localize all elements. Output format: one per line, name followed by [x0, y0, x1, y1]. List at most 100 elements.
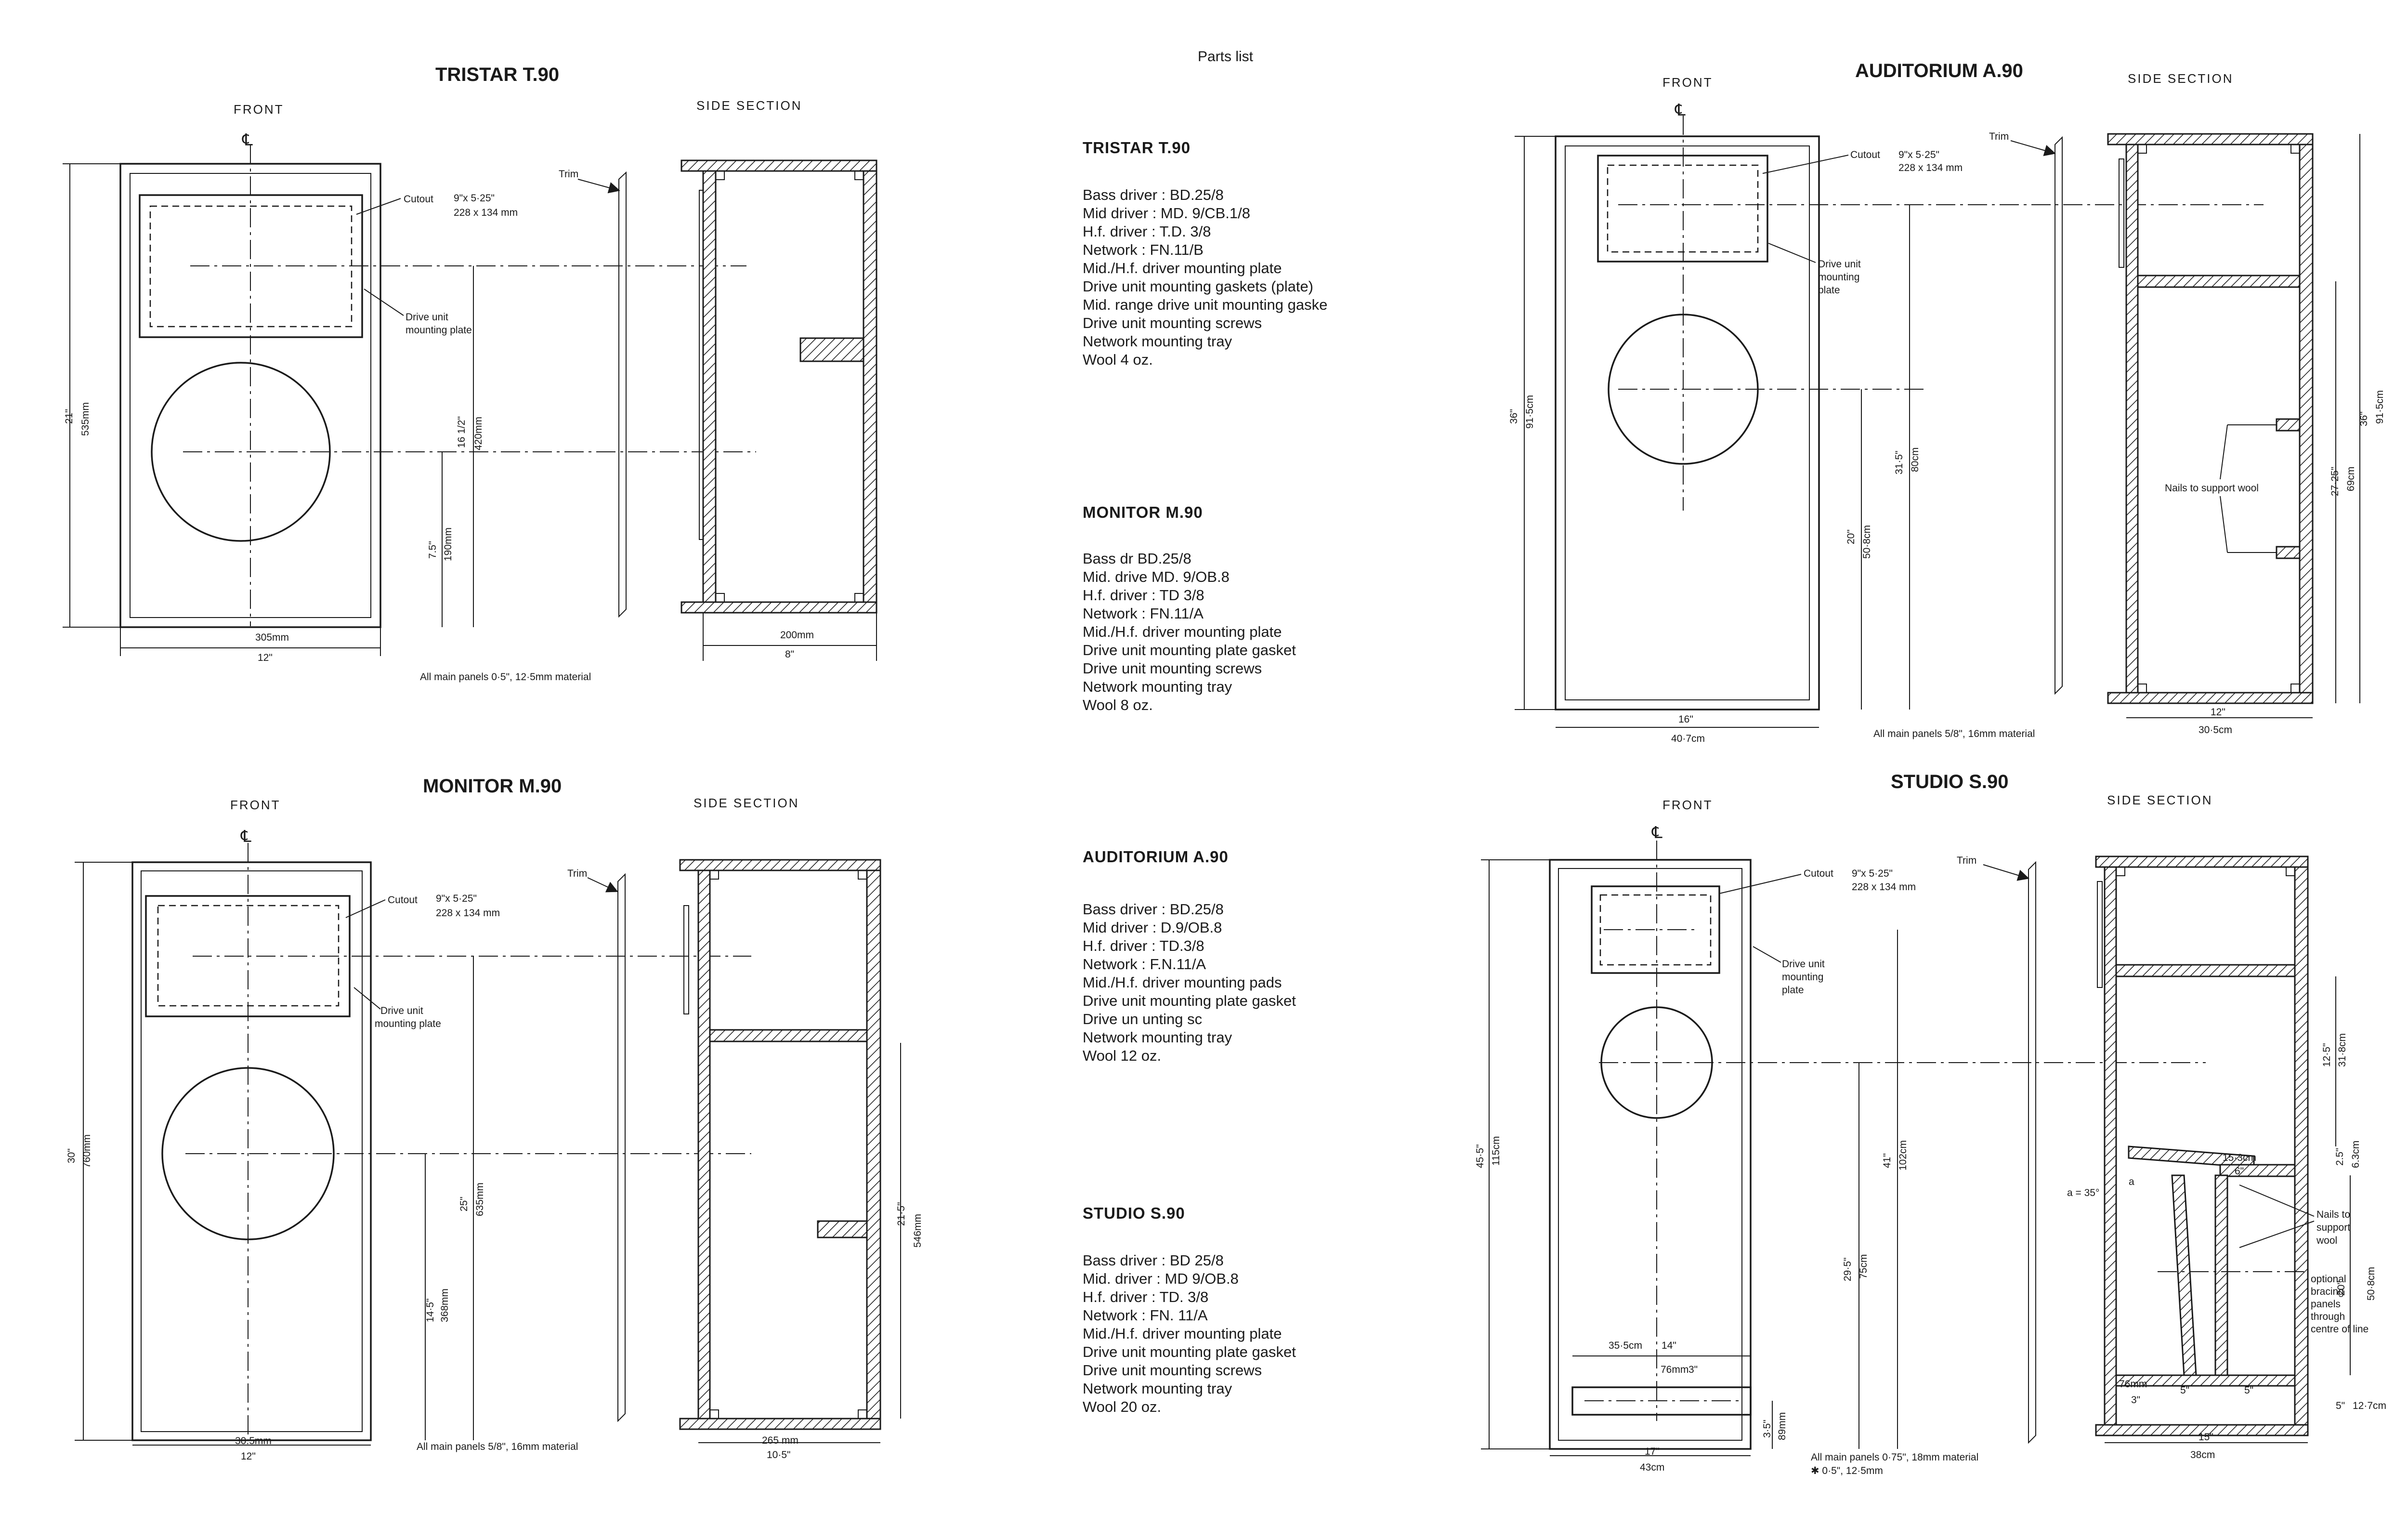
- auditorium-side-label: SIDE SECTION: [2128, 71, 2233, 86]
- studio-plate-dim-cm: 102cm: [1898, 1140, 1909, 1171]
- monitor-height-in: 30": [66, 1148, 77, 1163]
- studio-low-in: 5": [2336, 1400, 2345, 1411]
- parts-list-item: Network : FN.11/A: [1083, 605, 1204, 622]
- tristar-height-mm: 535mm: [80, 402, 91, 436]
- parts-list-item: Mid./H.f. driver mounting plate: [1083, 260, 1282, 276]
- studio-cutout-label: Cutout: [1804, 868, 1833, 879]
- tristar-plate-dim-mm: 420mm: [473, 417, 484, 450]
- parts-list-item: Drive unit mounting gaskets (plate): [1083, 278, 1313, 295]
- monitor-title: MONITOR M.90: [423, 776, 562, 797]
- parts-list-item: Wool 12 oz.: [1083, 1047, 1161, 1064]
- tristar-panels-note: All main panels 0·5", 12·5mm material: [420, 671, 591, 683]
- tristar-bass-driver-circle: [151, 362, 331, 542]
- monitor-trim: [617, 873, 626, 1422]
- parts-list-item: Mid. range drive unit mounting gaske: [1083, 296, 1327, 313]
- studio-height-cm: 115cm: [1491, 1136, 1502, 1166]
- monitor-plate-dim-in: 25": [458, 1197, 470, 1211]
- parts-monitor-title: MONITOR M.90: [1083, 503, 1203, 521]
- studio-port-off-mm: 89mm: [1777, 1412, 1788, 1440]
- monitor-depth-in: 10·5": [767, 1449, 791, 1460]
- studio-port-off-in: 3·5": [1762, 1420, 1773, 1438]
- parts-list-item: Bass driver : BD 25/8: [1083, 1252, 1224, 1269]
- tristar-title: TRISTAR T.90: [435, 64, 559, 85]
- monitor-trim-label: Trim: [567, 868, 587, 879]
- studio-upper-cm: 31·8cm: [2337, 1033, 2348, 1067]
- studio-upper-in: 12·5": [2321, 1043, 2332, 1067]
- parts-list-item: Drive un unting sc: [1083, 1011, 1202, 1027]
- studio-side-bottom: [2095, 1424, 2309, 1436]
- auditorium-plate-label-2: mounting: [1818, 272, 1859, 283]
- studio-mid-cm: 50·8cm: [2366, 1267, 2377, 1301]
- parts-list-item: Mid./H.f. driver mounting plate: [1083, 1325, 1282, 1342]
- studio-trim: [2028, 861, 2036, 1444]
- studio-port-w-in: 14": [1662, 1340, 1676, 1351]
- studio-depth-cm: 38cm: [2190, 1449, 2215, 1460]
- studio-nails-label-3: wool: [2316, 1235, 2337, 1246]
- tristar-side-top: [681, 159, 877, 172]
- studio-brace-4: through: [2311, 1311, 2345, 1322]
- studio-width-in: 17": [1645, 1446, 1660, 1457]
- auditorium-title: AUDITORIUM A.90: [1855, 60, 2023, 81]
- monitor-side-top: [679, 859, 881, 871]
- tristar-side-front: [702, 170, 717, 603]
- auditorium-plate-label-3: plate: [1818, 285, 1840, 296]
- parts-studio-title: STUDIO S.90: [1083, 1204, 1185, 1222]
- studio-front-outer: [1549, 859, 1752, 1450]
- parts-list-item: Mid. driver : MD 9/OB.8: [1083, 1270, 1239, 1287]
- parts-list-item: Mid./H.f. driver mounting pads: [1083, 974, 1282, 991]
- monitor-cutout-mm: 228 x 134 mm: [436, 908, 500, 919]
- parts-list-item: H.f. driver : TD.3/8: [1083, 937, 1204, 954]
- parts-list-item: H.f. driver : T.D. 3/8: [1083, 223, 1211, 240]
- studio-bass-dim-in: 29·5": [1842, 1258, 1853, 1282]
- auditorium-side-bottom: [2107, 692, 2314, 704]
- tristar-front-inner: [130, 173, 371, 618]
- tristar-trim-label: Trim: [559, 169, 578, 180]
- parts-list-item: Network mounting tray: [1083, 678, 1232, 695]
- tristar-width-in: 12": [258, 652, 273, 663]
- auditorium-height-in: 36": [1508, 409, 1519, 424]
- parts-list-item: Mid driver : MD. 9/CB.1/8: [1083, 205, 1250, 222]
- monitor-width-in: 12": [241, 1451, 256, 1462]
- parts-list-item: H.f. driver : TD. 3/8: [1083, 1289, 1208, 1305]
- studio-cutout-size: 9"x 5·25": [1852, 868, 1893, 879]
- auditorium-width-in: 16": [1678, 714, 1693, 725]
- parts-list-item: Wool 4 oz.: [1083, 351, 1153, 368]
- auditorium-plate-label-1: Drive unit: [1818, 259, 1861, 270]
- studio-depth-in: 15": [2199, 1432, 2213, 1443]
- studio-port-h-in: 3": [1688, 1364, 1698, 1375]
- monitor-cutout-size: 9"x 5·25": [436, 893, 477, 904]
- parts-list-item: Wool 20 oz.: [1083, 1398, 1161, 1415]
- tristar-height-in: 21": [64, 409, 75, 424]
- auditorium-depth-cm: 30·5cm: [2199, 724, 2232, 736]
- parts-list-item: Network mounting tray: [1083, 1380, 1232, 1397]
- studio-drawing: STUDIO S.90 FRONT SIDE SECTION ℄ Cutout …: [1475, 771, 2386, 1476]
- studio-side-shelf: [2115, 964, 2296, 977]
- parts-list-item: Network : F.N.11/A: [1083, 956, 1206, 973]
- tristar-side-label: SIDE SECTION: [696, 98, 802, 113]
- tristar-cutout-mm: 228 x 134 mm: [454, 207, 518, 218]
- tristar-cutout-label: Cutout: [404, 194, 433, 205]
- parts-list-item: Network mounting tray: [1083, 1029, 1232, 1046]
- studio-brace-5: centre of line: [2311, 1324, 2369, 1335]
- parts-list: Parts list TRISTAR T.90 Bass driver : BD…: [1083, 49, 1327, 1415]
- parts-list-item: Drive unit mounting screws: [1083, 315, 1262, 331]
- parts-list-item: Bass driver : BD.25/8: [1083, 901, 1224, 918]
- parts-tristar-title: TRISTAR T.90: [1083, 139, 1191, 157]
- studio-mounting-plate: [1591, 885, 1720, 974]
- parts-list-item: Network : FN. 11/A: [1083, 1307, 1208, 1324]
- auditorium-side-top: [2107, 133, 2314, 145]
- monitor-plate-label-2: mounting plate: [375, 1018, 441, 1029]
- studio-brace-1: optional: [2311, 1274, 2346, 1285]
- tristar-plate-dim-in: 16 1/2": [456, 416, 467, 448]
- monitor-front-label: FRONT: [230, 798, 281, 812]
- parts-list-item: Drive unit mounting plate gasket: [1083, 992, 1296, 1009]
- studio-angle-label: a = 35°: [2067, 1187, 2099, 1198]
- auditorium-width-cm: 40·7cm: [1671, 733, 1705, 744]
- monitor-front-outer: [131, 861, 372, 1441]
- tristar-depth-mm: 200mm: [780, 630, 814, 641]
- studio-base-3: 3": [2131, 1394, 2140, 1406]
